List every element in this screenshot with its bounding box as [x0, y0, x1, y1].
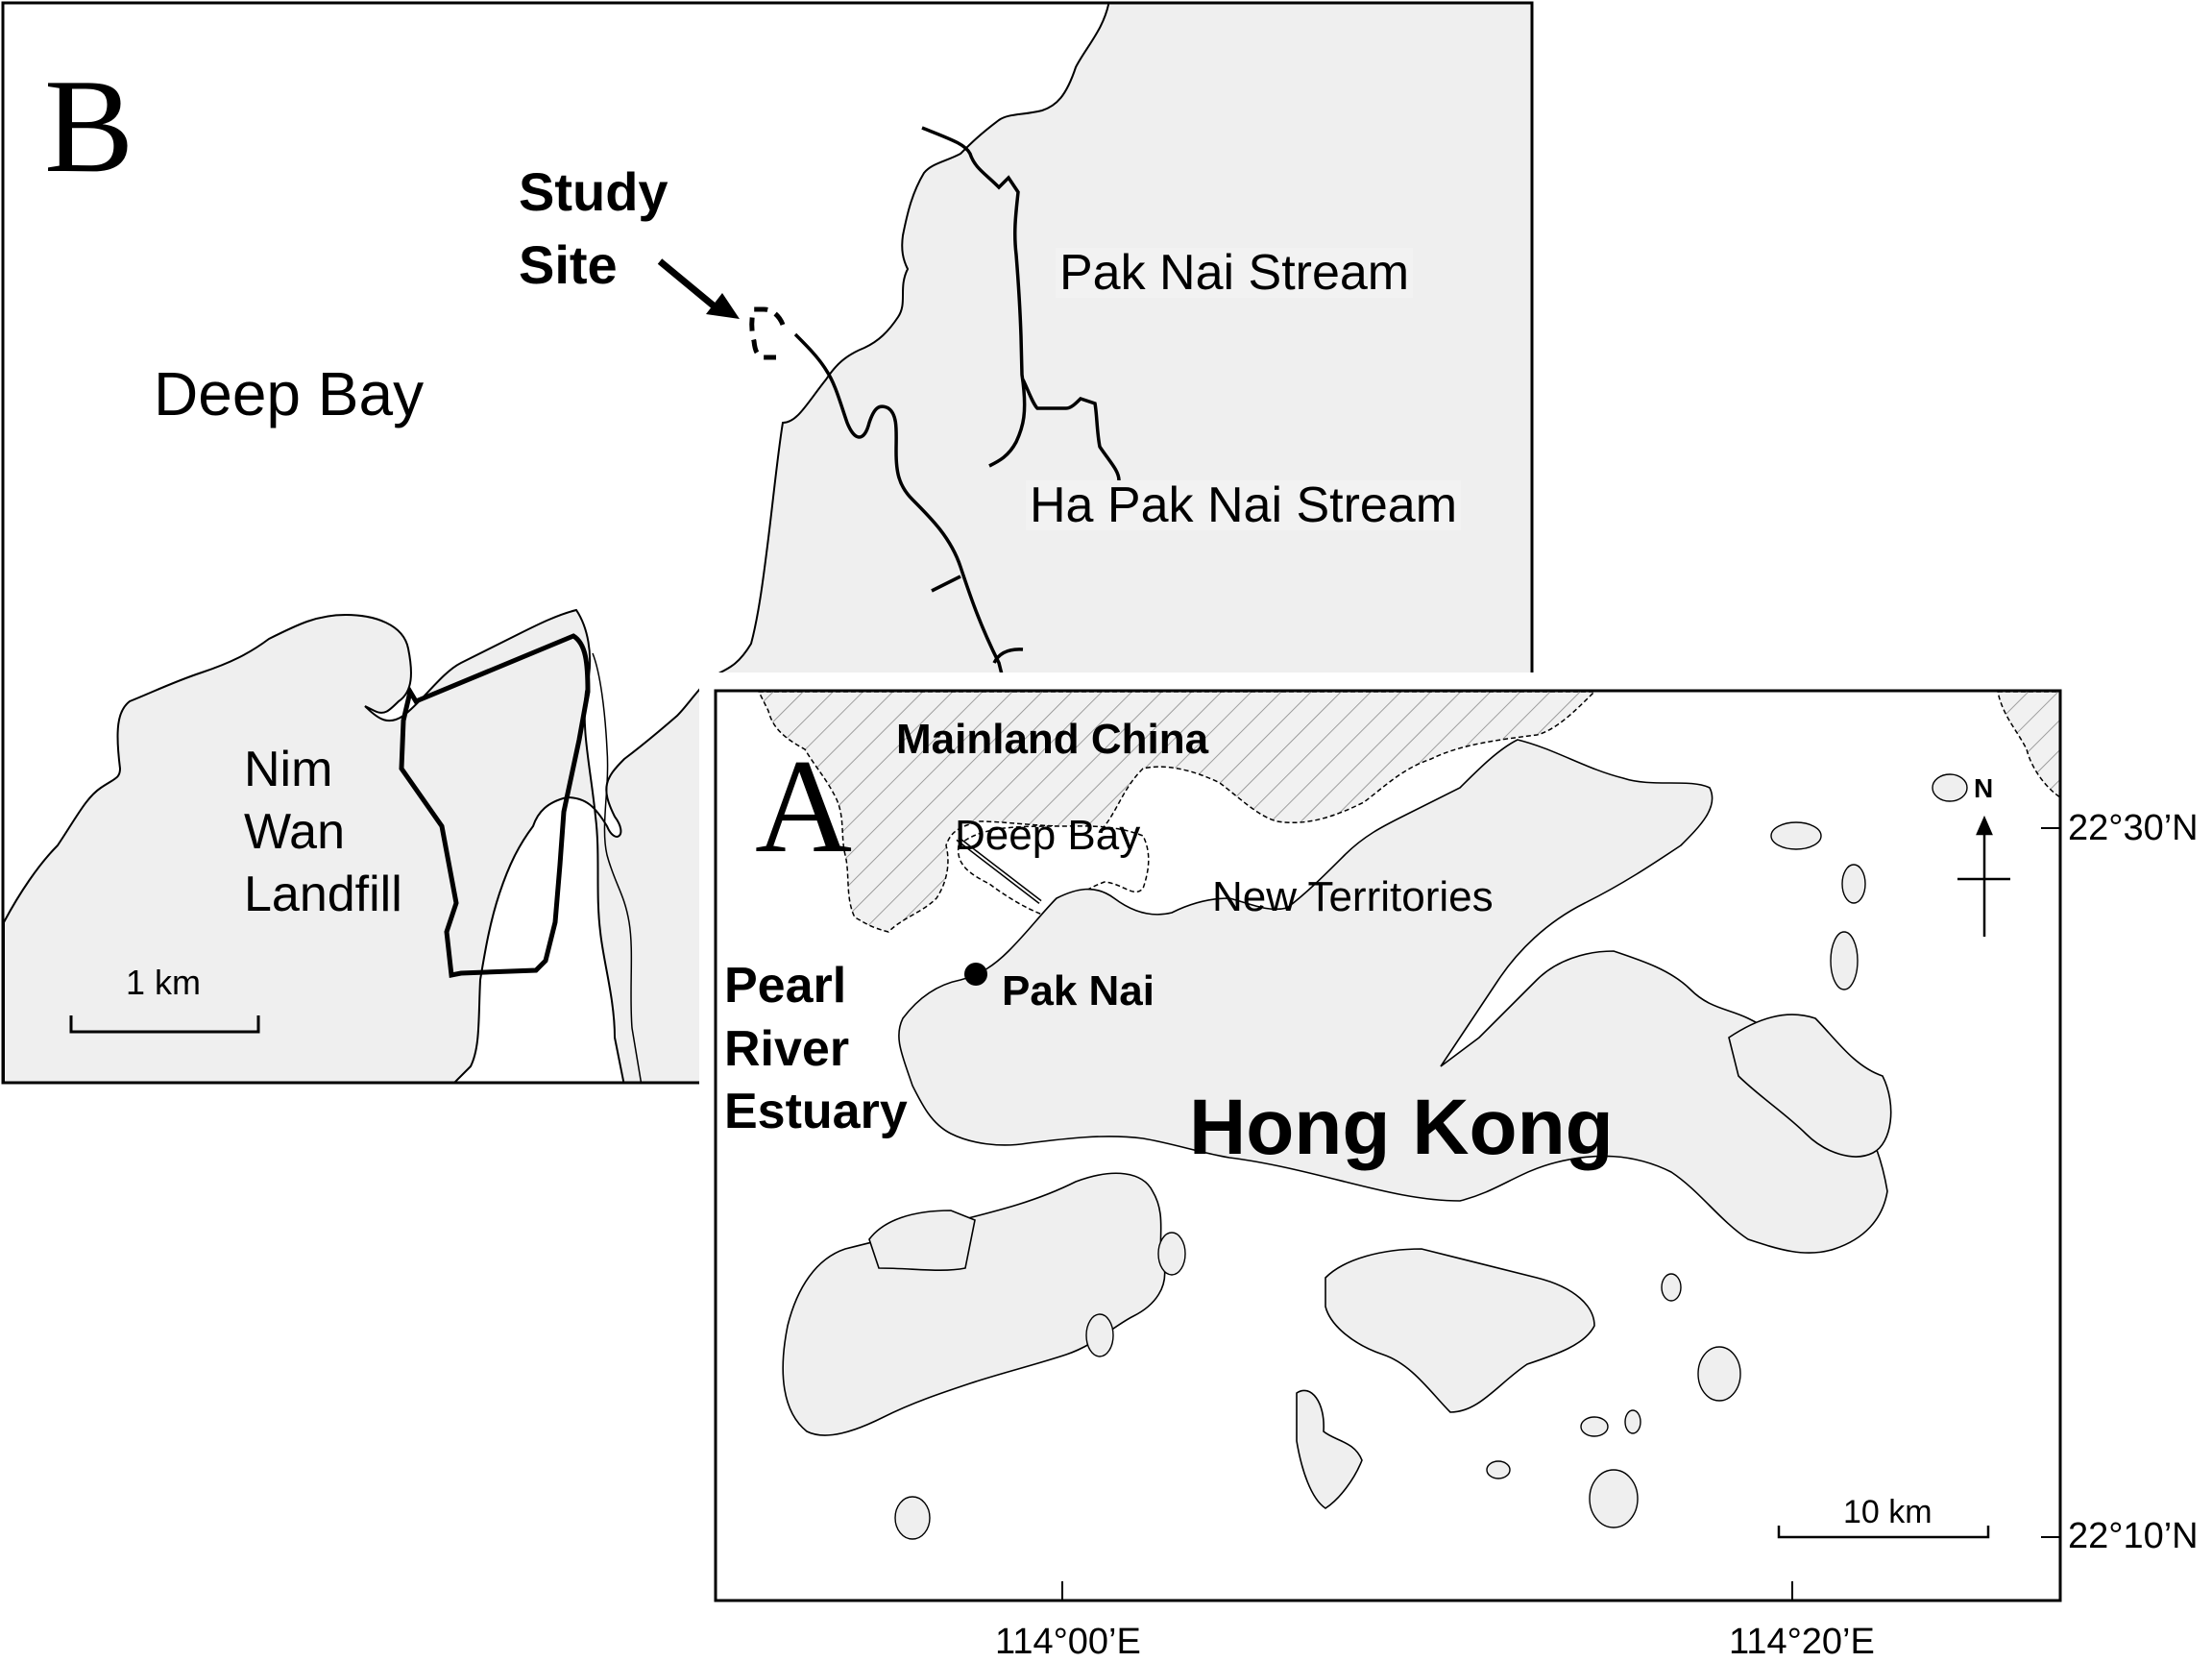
pak-nai-dot — [964, 963, 987, 986]
pak-nai-stream-label: Pak Nai Stream — [1056, 248, 1414, 298]
panel-b-deep-bay-label: Deep Bay — [154, 359, 425, 428]
panel-a-scale-bar — [1777, 1526, 1990, 1539]
panel-a-deep-bay-label: Deep Bay — [955, 812, 1141, 859]
panel-a-letter: A — [755, 732, 853, 881]
pearl-river-label-line1: Pearl — [724, 958, 847, 1014]
panel-a-scale-label: 10 km — [1843, 1494, 1932, 1530]
lon-label-114-00: 114°00’E — [995, 1622, 1141, 1662]
north-arrow-label: N — [1974, 773, 1994, 803]
hong-kong-label: Hong Kong — [1189, 1084, 1614, 1171]
mainland-china-label: Mainland China — [896, 716, 1209, 763]
new-territories-label: New Territories — [1212, 873, 1494, 920]
panel-b-scale-label: 1 km — [126, 963, 202, 1002]
panel-b-letter: B — [44, 52, 134, 201]
hong-kong-mainland — [898, 739, 1888, 1254]
lat-label-22-10: 22°10’N — [2068, 1516, 2199, 1556]
study-site-label-line2: Site — [519, 234, 618, 295]
landfill-label-line3: Landfill — [244, 867, 402, 922]
study-site-outline — [749, 306, 786, 360]
ha-pak-nai-stream-label: Ha Pak Nai Stream — [1026, 480, 1462, 530]
pak-nai-label: Pak Nai — [1002, 967, 1155, 1014]
lon-label-114-20: 114°20’E — [1729, 1622, 1875, 1662]
landfill-label-line1: Nim — [244, 742, 333, 797]
study-site-arrow-icon — [657, 258, 740, 319]
pearl-river-label-line2: River — [724, 1021, 850, 1077]
axis-ticks — [1061, 827, 2060, 1601]
panel-a-map — [717, 692, 2060, 1601]
lat-label-22-30: 22°30’N — [2068, 808, 2199, 848]
landfill-outline — [399, 633, 591, 978]
hong-kong-island — [1325, 1248, 1595, 1413]
north-arrow-icon — [1957, 815, 2010, 937]
study-site-label-line1: Study — [519, 161, 668, 222]
pearl-river-label-line3: Estuary — [724, 1084, 908, 1139]
panel-b-scale-bar — [69, 1015, 260, 1034]
panel-a-frame — [714, 689, 2062, 1602]
landfill-label-line2: Wan — [244, 804, 345, 860]
small-islands — [894, 773, 1968, 1540]
pak-nai-stream — [921, 126, 1121, 500]
